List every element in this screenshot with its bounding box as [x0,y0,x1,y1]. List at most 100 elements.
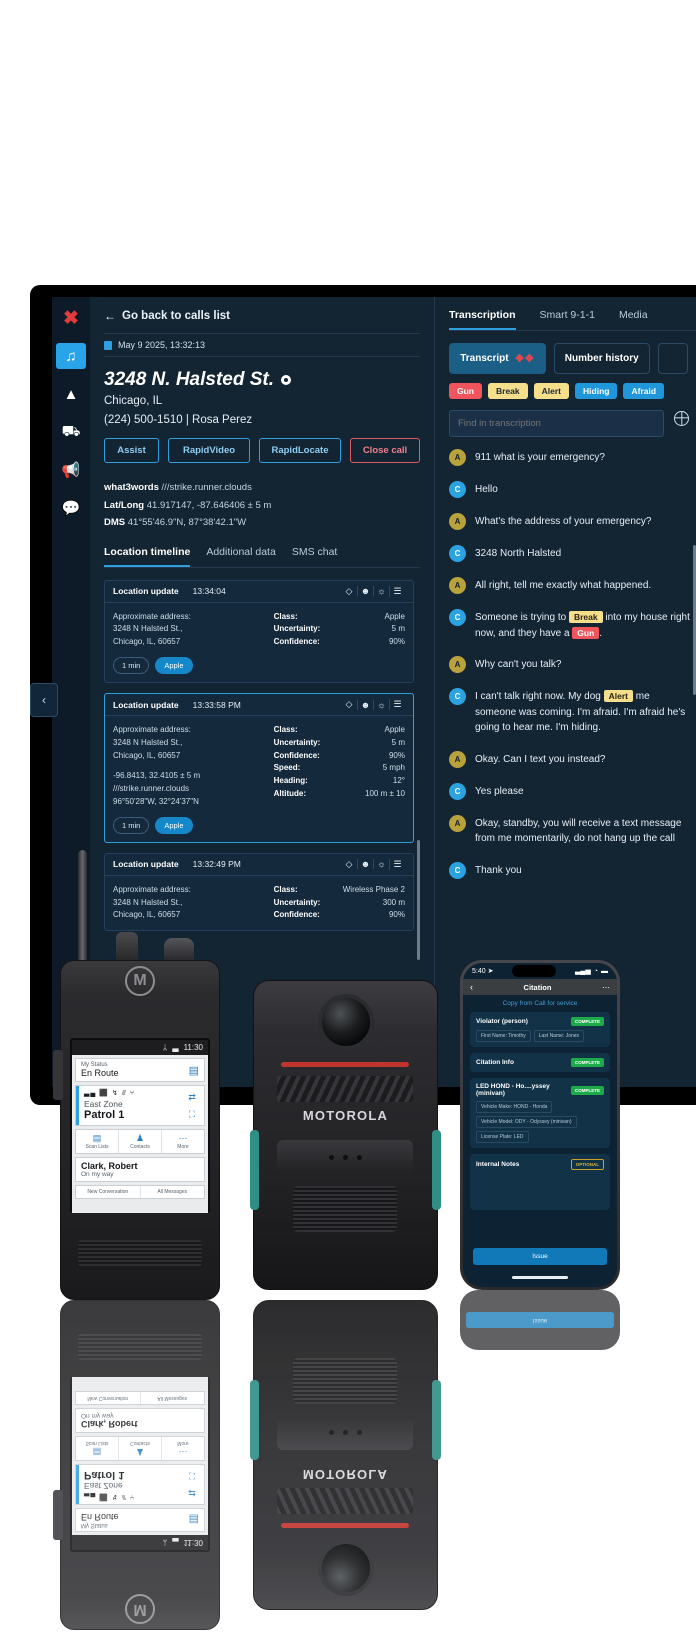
sidebar-item-alerts[interactable]: ▲ [56,381,86,407]
number-history-button[interactable]: Number history [553,343,650,374]
radio-antenna [78,850,87,970]
channel-settings-icon[interactable]: ⇄ [188,1091,196,1102]
headset-icon: ♫ [65,347,77,365]
target-icon[interactable]: ◇ [345,858,353,869]
target-icon[interactable]: ◇ [345,699,353,710]
card-header: Location update 13:34:04 ◇ ☻ ☼ ☰ [105,581,413,603]
keyword-tag-break[interactable]: Break [488,383,528,399]
tab-sms-chat[interactable]: SMS chat [291,545,338,558]
back-icon[interactable]: ‹ [470,982,473,992]
location-update-card[interactable]: Location update 13:34:04 ◇ ☻ ☼ ☰ [104,579,414,684]
copy-from-call-link[interactable]: Copy from Call for service [502,1000,578,1007]
copy-icon[interactable]: ☻ [357,586,373,597]
transcript-button[interactable]: Transcript ❖❖ [449,343,546,374]
citation-section-info[interactable]: Citation Info COMPLETE [470,1053,610,1072]
transcript-scrollbar[interactable] [693,545,696,695]
transcript-line: C 3248 North Halsted [449,545,692,562]
rapid-locate-button[interactable]: RapidLocate [259,438,341,463]
keyword-tag-gun[interactable]: Gun [449,383,482,399]
message-card[interactable]: Clark, Robert On my way [75,1157,205,1182]
text-part: into my house right now, and they have a [475,612,690,639]
location-update-card[interactable]: Location update 13:33:58 PM ◇ ☻ ☼ ☰ [104,693,414,843]
location-update-card[interactable]: Location update 13:32:49 PM ◇ ☻ ☼ ☰ [104,852,414,932]
keyword-tag-hiding[interactable]: Hiding [575,383,618,399]
map-icon[interactable]: ☼ [373,699,389,710]
find-in-transcription-box[interactable] [449,410,664,437]
call-details-pane: ← Go back to calls list May 9 2025, 13:3… [90,297,435,1087]
back-to-calls-list-link[interactable]: ← Go back to calls list [104,309,420,323]
ptt-button[interactable] [53,1050,63,1100]
my-status-card: My Status En Route ▤ [75,1508,205,1532]
scan-lists-icon: ▤ [92,1447,102,1457]
tab-location-timeline[interactable]: Location timeline [104,546,191,567]
transcript-line: C Yes please [449,782,692,800]
avatar-caller: C [449,688,466,705]
card-fields-block: Class: Wireless Phase 2 Uncertainty: 300… [274,884,405,922]
map-icon[interactable]: ☼ [373,859,389,870]
nav-label: Scan Lists [85,1440,109,1446]
expand-icon[interactable]: ☰ [389,585,405,597]
field-key: Altitude: [273,789,307,799]
nav-contacts[interactable]: ♟ Contacts [118,1130,161,1153]
message-sender: Clark, Robert [81,1161,138,1171]
search-input[interactable] [458,418,655,429]
camera-button-dot [328,1430,334,1436]
tab-transcription[interactable]: Transcription [449,309,516,330]
channel-card[interactable]: ▃▄ ⬛ ↯ ⫻ ⑂ East Zone Patrol 1 ⇄ ⛶ [75,1085,205,1126]
keyword-tag-afraid[interactable]: Afraid [623,383,665,399]
rapid-video-button[interactable]: RapidVideo [168,438,250,463]
close-call-button[interactable]: Close call [350,438,420,463]
transcript-text: Thank you [475,864,522,876]
more-options-icon[interactable]: ⋯ [602,982,610,992]
more-segment-button[interactable] [658,343,688,374]
keyword-tag-alert[interactable]: Alert [533,383,570,399]
tab-additional-data[interactable]: Additional data [206,545,276,558]
highlight-break: Break [568,611,603,623]
expand-icon[interactable]: ☰ [389,858,405,870]
card-body: Approximate address: 3248 N Halsted St.,… [105,716,413,817]
radio-group-icon[interactable]: ⛶ [188,1108,196,1119]
call-date-bar: May 9 2025, 13:32:13 [104,333,420,357]
sidebar-item-calls[interactable]: ♫ [56,343,86,369]
assist-button[interactable]: Assist [104,438,159,463]
issue-citation-button[interactable]: Issue [473,1248,607,1265]
citation-section-notes[interactable]: Internal Notes OPTIONAL [470,1154,610,1210]
timeline-scrollbar[interactable] [417,839,420,960]
camera-lens [317,1540,374,1596]
copy-icon[interactable]: ☻ [357,699,373,710]
sidebar-item-messages[interactable]: 💬 [56,495,86,521]
citation-section-violator[interactable]: Violator (person) COMPLETE First Name: T… [470,1012,610,1047]
contacts-icon: ♟ [135,1133,145,1143]
expand-icon[interactable]: ☰ [389,699,405,711]
avatar-caller: C [449,545,466,562]
collapse-panel-handle[interactable]: ‹ [30,683,58,717]
transcript-line: C Someone is trying to Break into my hou… [449,609,692,641]
target-icon[interactable]: ◇ [345,585,353,596]
my-status-card[interactable]: My Status En Route ▤ [75,1058,205,1082]
translate-globe-icon[interactable] [674,410,689,426]
camera-brand-label: MOTOROLA [302,1467,389,1482]
tab-media[interactable]: Media [618,309,648,321]
transcript-list[interactable]: A 911 what is your emergency? C Hello A … [449,449,696,1029]
copy-icon[interactable]: ☻ [357,859,373,870]
tab-smart-911[interactable]: Smart 9-1-1 [539,309,595,321]
nav-scan-lists[interactable]: ▤ Scan Lists [76,1130,118,1153]
card-title: Location update [113,586,179,597]
map-icon[interactable]: ☼ [373,586,389,597]
pill-source: Apple [155,816,193,834]
sidebar-item-units[interactable]: ⛟ [56,419,86,445]
sidebar-item-broadcast[interactable]: 📢 [56,457,86,483]
new-conversation-button[interactable]: New Conversation [76,1186,140,1198]
camera-button-strip [277,1140,413,1174]
field-value: Wireless Phase 2 [342,884,405,894]
nav-more[interactable]: ⋯ More [161,1130,204,1153]
all-messages-button[interactable]: All Messages [139,1186,205,1198]
channel-settings-icon: ⇄ [188,1488,196,1499]
battery-icon: ▃ [172,1538,179,1547]
location-timeline-list[interactable]: Location update 13:34:04 ◇ ☻ ☼ ☰ [104,579,420,1010]
citation-section-vehicle[interactable]: LED HOND - Ho....yssey (minivan) COMPLET… [470,1078,610,1148]
status-list-icon[interactable]: ▤ [188,1064,199,1077]
card-icon-group: ◇ ☻ ☼ ☰ [341,699,405,711]
transcript-text: I can't talk right now. My dog Alert me … [475,688,692,736]
